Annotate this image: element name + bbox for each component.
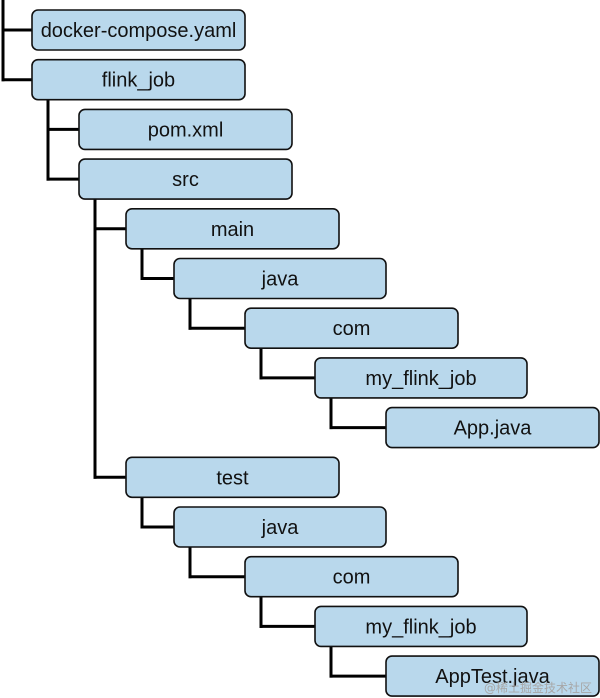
tree-node-label: java [261,269,300,291]
tree-node-box [31,9,246,51]
tree-connectors [1,0,388,678]
tree-node-box [173,257,387,300]
tree-node-box [173,506,387,548]
tree-node-label: docker-compose.yaml [41,20,237,42]
tree-node-main-my-flink-job: my_flink_job [314,357,528,399]
tree-node-label: my_flink_job [365,368,476,390]
tree-node-test-java: java [173,506,387,548]
tree-node-main: main [125,208,340,250]
tree-node-label: test [216,467,249,489]
tree-node-box [125,456,340,499]
tree-node-label: com [333,567,371,589]
tree-node-test-my-flink-job: my_flink_job [314,605,528,648]
tree-node-box [314,605,528,648]
tree-node-label: App.java [454,418,533,440]
tree-node-label: AppTest.java [435,666,550,688]
tree-node-box [314,357,528,399]
tree-node-flink-job: flink_job [31,58,246,101]
tree-node-test-com: com [244,555,459,598]
tree-node-box [244,307,459,350]
tree-node-main-com: com [244,307,459,350]
tree-node-box [385,406,600,449]
tree-node-box [31,58,246,101]
tree-node-docker-compose: docker-compose.yaml [31,9,246,51]
tree-node-box [78,158,293,200]
tree-node-label: my_flink_job [365,616,476,638]
tree-node-pom-xml: pom.xml [78,108,293,151]
tree-node-label: com [333,318,371,340]
tree-node-label: flink_job [102,70,175,92]
tree-node-label: main [211,219,254,241]
tree-node-app-java: App.java [385,406,600,449]
tree-node-label: java [261,517,300,539]
tree-node-src: src [78,158,293,200]
tree-node-test: test [125,456,340,499]
tree-node-apptest-java: AppTest.java [385,655,600,697]
watermark: @稀土掘金技术社区 [483,681,592,695]
tree-node-label: src [172,169,199,191]
tree-node-box [385,655,600,697]
tree-node-main-java: java [173,257,387,300]
tree-node-box [78,108,293,151]
tree-node-box [244,555,459,598]
tree-node-label: pom.xml [148,119,224,141]
tree-node-box [125,208,340,250]
tree-nodes: docker-compose.yaml flink_job pom.xml src ma… [31,9,600,697]
